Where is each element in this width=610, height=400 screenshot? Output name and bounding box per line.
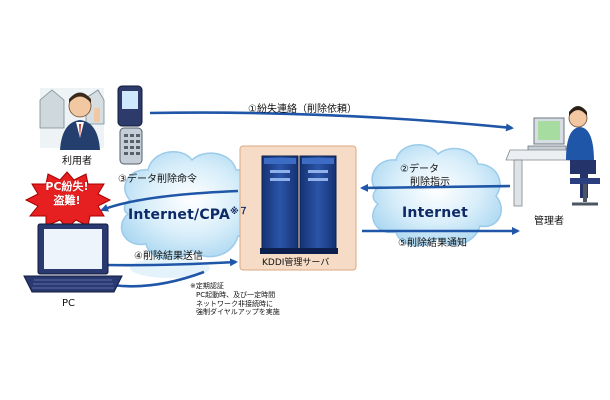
internet-cpa-text: Internet/CPA xyxy=(128,207,231,223)
label-step4: ④削除結果送信 xyxy=(134,251,203,262)
arrows xyxy=(100,111,520,290)
label-step3: ③データ削除命令 xyxy=(118,174,197,185)
label-step2-line2: 削除指示 xyxy=(410,177,450,188)
server-rack-icon xyxy=(260,155,338,254)
label-internet-right: Internet xyxy=(402,205,469,221)
label-step5: ⑤削除結果通知 xyxy=(398,238,467,249)
alert-text: PC紛失! 盗難! xyxy=(26,180,108,218)
note-line1: ※定期認証 xyxy=(190,282,224,290)
periodic-auth-note: ※定期認証 PC起動時、及び一定時間 ネットワーク非接続時に 強制ダイヤルアップ… xyxy=(190,282,280,317)
label-internet-cpa: Internet/CPA※７ xyxy=(128,207,248,223)
internet-cpa-footnote-mark: ※７ xyxy=(230,207,249,217)
admin-figure-icon xyxy=(505,106,600,207)
arrow-step2 xyxy=(360,183,511,192)
user-figure-icon xyxy=(39,88,105,150)
note-line3: ネットワーク非接続時に xyxy=(196,299,273,308)
alert-line1: PC紛失! xyxy=(45,180,89,193)
label-user: 利用者 xyxy=(62,156,92,167)
arrow-step4 xyxy=(105,258,238,267)
laptop-icon xyxy=(23,223,123,293)
label-step2-line1: ②データ xyxy=(400,164,439,175)
arrow-step3 xyxy=(100,189,239,212)
cloud-right-icon xyxy=(371,144,502,247)
note-line2: PC起動時、及び一定時間 xyxy=(196,290,276,299)
mobile-phone-icon xyxy=(117,85,143,165)
label-pc: PC xyxy=(62,298,76,309)
note-line4: 強制ダイヤルアップを実施 xyxy=(196,308,280,317)
arrow-step1 xyxy=(149,111,514,132)
label-server: KDDI管理サーバ xyxy=(262,258,330,268)
label-admin: 管理者 xyxy=(534,216,564,227)
label-step1: ①紛失連絡（削除依頼） xyxy=(248,104,357,115)
alert-line2: 盗難! xyxy=(53,193,81,207)
